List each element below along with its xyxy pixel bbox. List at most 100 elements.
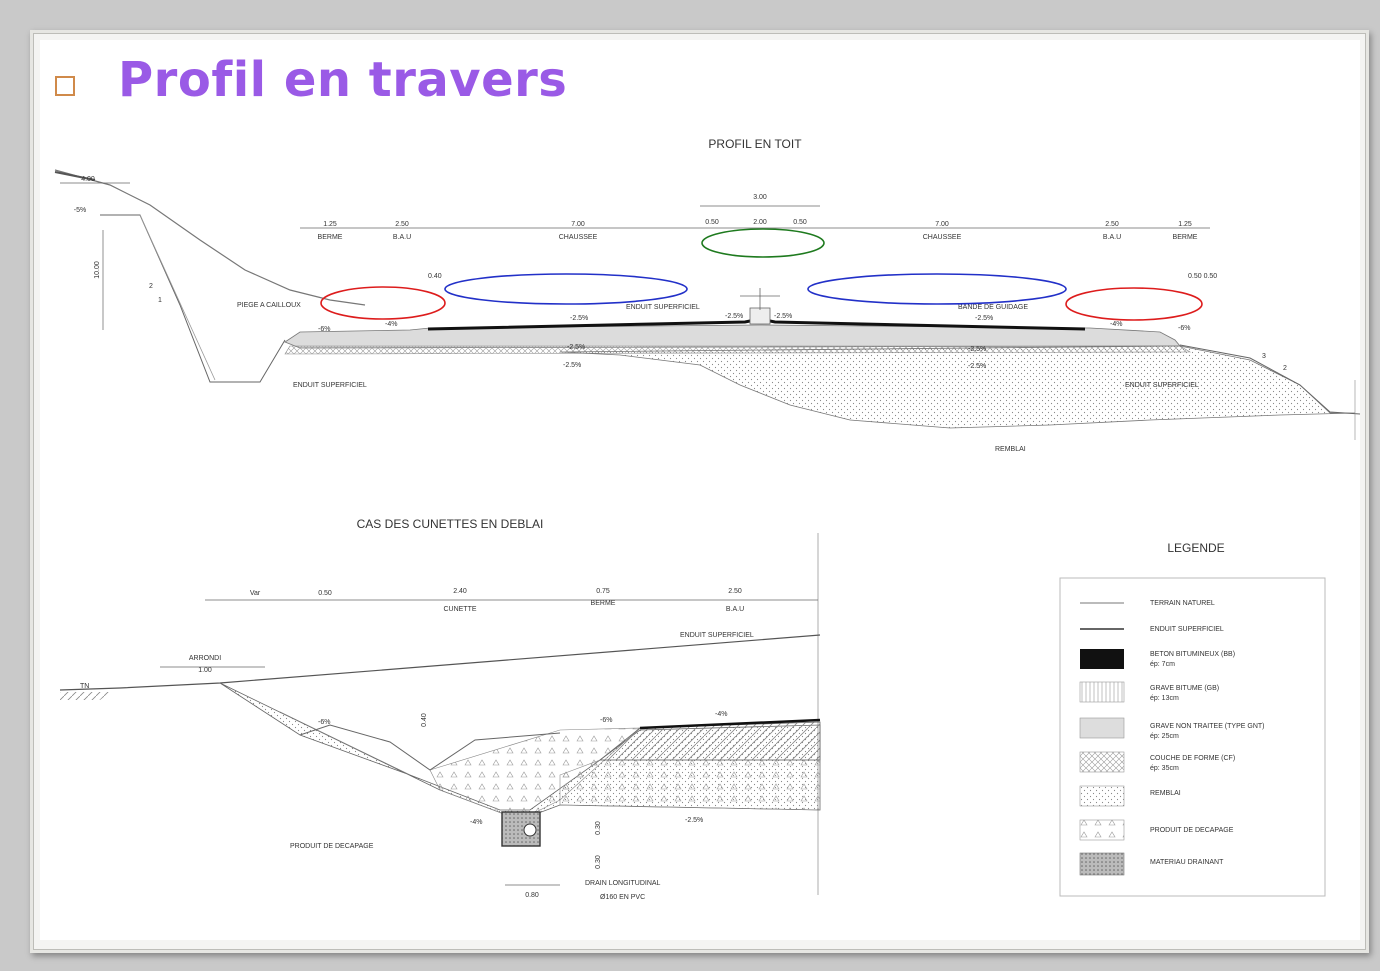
dim-var: Var <box>250 590 261 597</box>
dim-berme-left: BERME <box>318 234 343 241</box>
dim-bau-left: B.A.U <box>393 234 411 241</box>
decapage-label: PRODUIT DE DECAPAGE <box>290 843 374 850</box>
pct-neg4-top: -4% <box>715 711 727 718</box>
legend: LEGENDE TERRAIN NATUREL ENDUIT SUPERFICI… <box>1059 541 1326 897</box>
pct-25-right: -2.5% <box>975 315 993 322</box>
legend-item-label: REMBLAI <box>1150 790 1181 797</box>
pct-neg6-a: -6% <box>318 719 330 726</box>
dim-chaussee-left: CHAUSSEE <box>559 234 598 241</box>
slope-num-label: 2 <box>149 283 153 290</box>
enduit-left-label: ENDUIT SUPERFICIEL <box>293 382 367 389</box>
left-ditch-outline <box>100 214 286 383</box>
pct-neg6-b: -6% <box>600 717 612 724</box>
legend-item-sub: ép: 13cm <box>1150 695 1179 702</box>
ditch-height-label: 10.00 <box>94 261 101 279</box>
dim-berme-right-value: 1.25 <box>1178 221 1192 228</box>
top-profile-drawing: PROFIL EN TOIT 1.25 BERME 2.50 B.A.U 7.0… <box>54 137 1361 453</box>
pct-neg4-bottom: -4% <box>470 819 482 826</box>
pct-neg6-right: -6% <box>1178 325 1190 332</box>
bottom-wearing-course <box>639 718 821 730</box>
enduit-center-label: ENDUIT SUPERFICIEL <box>626 304 700 311</box>
pct-neg4-left: -4% <box>385 321 397 328</box>
dim-tpc-mid: 2.00 <box>753 219 767 226</box>
pct-sub2-right: -2.5% <box>968 363 986 370</box>
pct-neg4-right: -4% <box>1110 321 1122 328</box>
tn-label: TN <box>80 683 89 690</box>
legend-item-sub: ép: 25cm <box>1150 733 1179 740</box>
legend-item-sub: ép: 35cm <box>1150 765 1179 772</box>
pct-sub2-left: -2.5% <box>563 362 581 369</box>
bottom-natural-ground <box>59 634 821 691</box>
embankment-fill <box>559 345 1356 429</box>
pct-25-left: -2.5% <box>570 315 588 322</box>
highlight-ellipse-blue-right <box>807 273 1067 305</box>
dim-chaussee-right: CHAUSSEE <box>923 234 962 241</box>
remblai-label: REMBLAI <box>995 446 1026 453</box>
slide-title: Profil en travers <box>118 52 568 108</box>
dim-bau-right: B.A.U <box>1103 234 1121 241</box>
dim-030: 0.30 <box>595 821 602 835</box>
dim-cunette: CUNETTE <box>443 606 476 613</box>
dim-080: 0.80 <box>525 892 539 899</box>
pct-25: -2.5% <box>685 817 703 824</box>
dim-075: 0.75 <box>596 588 610 595</box>
legend-item-label: COUCHE DE FORME (CF) <box>1150 755 1235 762</box>
legend-item-sub: ép: 7cm <box>1150 661 1175 668</box>
ditch-inner-line <box>139 214 216 381</box>
legend-item-label: GRAVE BITUME (GB) <box>1150 685 1219 692</box>
dim-020: 0.30 <box>595 855 602 869</box>
dim-tpc-total: 3.00 <box>753 194 767 201</box>
dim-chaussee-left-value: 7.00 <box>571 221 585 228</box>
slope-right-num: 3 <box>1262 353 1266 360</box>
central-barrier <box>749 307 771 325</box>
dim-bau: B.A.U <box>726 606 744 613</box>
top-drawing-heading: PROFIL EN TOIT <box>708 137 802 151</box>
legend-swatch-decapage <box>1079 819 1125 841</box>
legend-swatch-drainant <box>1079 852 1125 876</box>
dim-bau-right-value: 2.50 <box>1105 221 1119 228</box>
dim-240: 2.40 <box>453 588 467 595</box>
legend-item-label: ENDUIT SUPERFICIEL <box>1150 626 1224 633</box>
bande-guidage-label: BANDE DE GUIDAGE <box>958 304 1028 311</box>
enduit-label: ENDUIT SUPERFICIEL <box>680 632 754 639</box>
bottom-drawing-heading: CAS DES CUNETTES EN DEBLAI <box>357 517 544 531</box>
legend-item-label: BETON BITUMINEUX (BB) <box>1150 651 1235 658</box>
arrondi-value: 1.00 <box>198 667 212 674</box>
ditch-slope-line <box>279 711 411 776</box>
dim-040: 0.40 <box>421 713 428 727</box>
pct-25-center-right: -2.5% <box>774 313 792 320</box>
dim-berme-left-value: 1.25 <box>323 221 337 228</box>
slope-den-label: 1 <box>158 297 162 304</box>
offset-040-label: 0.40 <box>428 273 442 280</box>
bullet-square-icon <box>55 76 75 96</box>
dim-bau-left-value: 2.50 <box>395 221 409 228</box>
highlight-ellipse-red-left <box>320 286 446 320</box>
drain-label: DRAIN LONGITUDINAL <box>585 880 661 887</box>
piege-label: PIEGE A CAILLOUX <box>237 302 301 309</box>
couche-forme-fill <box>559 759 821 811</box>
ground-edge <box>54 171 96 181</box>
legend-item-label: TERRAIN NATUREL <box>1150 600 1215 607</box>
pct-sub1-left: -2.5% <box>567 344 585 351</box>
enduit-right-label: ENDUIT SUPERFICIEL <box>1125 382 1199 389</box>
pct-sub1-right: -2.5% <box>968 346 986 353</box>
arrondi-label: ARRONDI <box>189 655 221 662</box>
dim-berme: BERME <box>591 600 616 607</box>
ditch-top-label: 4.00 <box>81 176 95 183</box>
pct-neg6-left: -6% <box>318 326 330 333</box>
highlight-ellipse-green-center <box>701 228 825 258</box>
dim-250: 2.50 <box>728 588 742 595</box>
right-slope-line <box>1179 344 1361 415</box>
legend-swatch-gnt <box>1079 717 1125 739</box>
dim-tpc-right: 0.50 <box>793 219 807 226</box>
legend-item-label: MATERIAU DRAINANT <box>1150 859 1224 866</box>
legend-heading: LEGENDE <box>1167 541 1224 555</box>
legend-swatch-gb <box>1079 681 1125 703</box>
legend-swatch-bb <box>1080 649 1124 669</box>
drain-label-2: Ø160 EN PVC <box>600 894 645 901</box>
pct-25-center-left: -2.5% <box>725 313 743 320</box>
dim-tpc-left: 0.50 <box>705 219 719 226</box>
bottom-ditch-drawing: CAS DES CUNETTES EN DEBLAI Var 0.50 2.40… <box>59 517 821 901</box>
legend-swatch-cf <box>1079 751 1125 773</box>
